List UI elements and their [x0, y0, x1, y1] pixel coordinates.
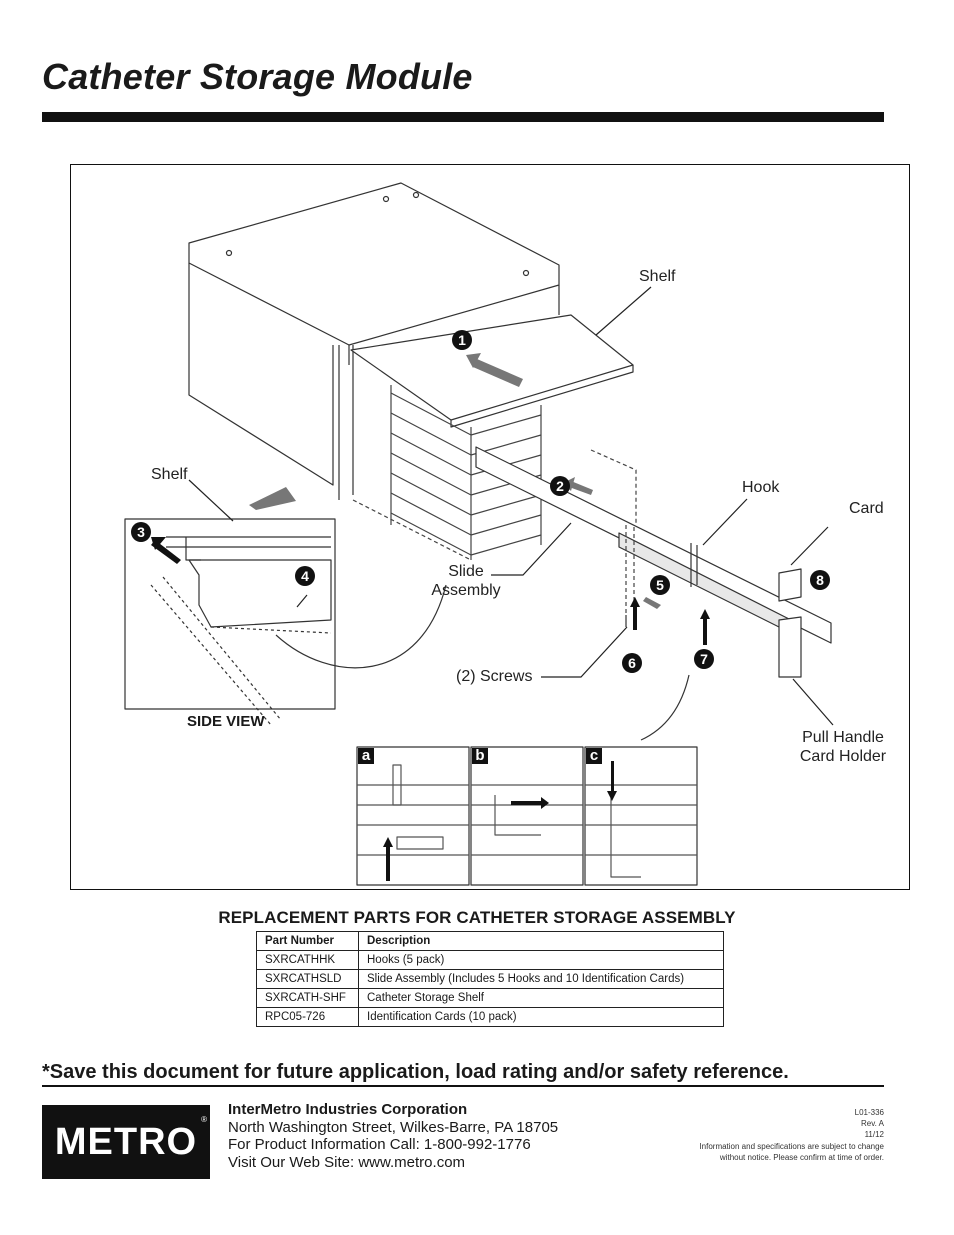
disclaimer-line-2: without notice. Please confirm at time o…	[719, 1153, 884, 1162]
pull-handle-label-line1: Pull Handle	[802, 729, 884, 746]
description-cell: Identification Cards (10 pack)	[358, 1007, 724, 1027]
step-4-badge: 4	[295, 566, 315, 586]
step-6-badge: 6	[622, 653, 642, 673]
slide-assembly-label: Slide Assembly	[427, 562, 505, 600]
metro-logo-text: METRO	[54, 1121, 198, 1163]
metro-logo: METRO ®	[42, 1105, 210, 1179]
save-document-note: *Save this document for future applicati…	[42, 1061, 789, 1083]
step-8-badge: 8	[810, 570, 830, 590]
step-2-badge: 2	[550, 476, 570, 496]
step-3-badge: 3	[131, 522, 151, 542]
title-rule	[42, 112, 884, 122]
phone-number: 1-800-992-1776	[423, 1136, 531, 1153]
document-meta: L01-336 Rev. A 11/12 Information and spe…	[699, 1107, 884, 1163]
slide-assembly-label-line1: Slide	[448, 563, 484, 580]
hook-label: Hook	[742, 479, 780, 496]
step-7-badge: 7	[694, 649, 714, 669]
slide-assembly-label-line2: Assembly	[431, 582, 501, 599]
assembly-diagram	[124, 182, 834, 886]
inset-c-tag: c	[586, 748, 602, 764]
assembly-figure: Shelf Shelf Hook Card Slide Assembly (2)…	[70, 164, 910, 890]
step-5-badge: 5	[650, 575, 670, 595]
parts-heading: REPLACEMENT PARTS FOR CATHETER STORAGE A…	[218, 908, 736, 927]
column-header-part-number: Part Number	[256, 931, 359, 951]
parts-table-header-row: Part Number Description	[256, 931, 724, 951]
disclaimer-line-1: Information and specifications are subje…	[699, 1142, 884, 1151]
pull-handle-label: Pull Handle Card Holder	[791, 728, 895, 766]
registered-mark-icon: ®	[201, 1115, 207, 1124]
doc-number: L01-336	[854, 1108, 884, 1117]
part-number-cell: SXRCATH-SHF	[256, 988, 359, 1008]
table-row: RPC05-726 Identification Cards (10 pack)	[256, 1007, 724, 1027]
part-number-cell: RPC05-726	[256, 1007, 359, 1027]
phone-label: For Product Information Call:	[228, 1136, 420, 1153]
inset-b-tag: b	[472, 748, 488, 764]
description-cell: Catheter Storage Shelf	[358, 988, 724, 1008]
part-number-cell: SXRCATHSLD	[256, 969, 359, 989]
company-name: InterMetro Industries Corporation	[228, 1101, 468, 1118]
shelf-label-side: Shelf	[151, 466, 188, 483]
inset-a-tag: a	[358, 748, 374, 764]
description-cell: Hooks (5 pack)	[358, 950, 724, 970]
table-row: SXRCATH-SHF Catheter Storage Shelf	[256, 988, 724, 1008]
screws-label: (2) Screws	[456, 668, 533, 685]
table-row: SXRCATHHK Hooks (5 pack)	[256, 950, 724, 970]
table-row: SXRCATHSLD Slide Assembly (Includes 5 Ho…	[256, 969, 724, 989]
parts-table: Part Number Description SXRCATHHK Hooks …	[256, 931, 724, 1027]
save-note-rule	[42, 1085, 884, 1087]
company-info: InterMetro Industries Corporation North …	[228, 1101, 558, 1171]
doc-date: 11/12	[864, 1130, 884, 1139]
pull-handle-label-line2: Card Holder	[799, 748, 887, 765]
shelf-label-top: Shelf	[639, 268, 676, 285]
side-view-label: SIDE VIEW	[187, 713, 265, 730]
web-label: Visit Our Web Site:	[228, 1153, 355, 1171]
doc-revision: Rev. A	[861, 1119, 884, 1128]
column-header-description: Description	[358, 931, 724, 951]
part-number-cell: SXRCATHHK	[256, 950, 359, 970]
step-1-badge: 1	[452, 330, 472, 350]
web-line: Visit Our Web Site: www.metro.com	[228, 1154, 558, 1172]
description-cell: Slide Assembly (Includes 5 Hooks and 10 …	[358, 969, 724, 989]
phone-line: For Product Information Call: 1-800-992-…	[228, 1136, 558, 1154]
company-address: North Washington Street, Wilkes-Barre, P…	[228, 1118, 559, 1136]
web-link[interactable]: www.metro.com	[358, 1153, 466, 1171]
document-title: Catheter Storage Module	[42, 56, 473, 97]
card-label: Card	[849, 500, 884, 517]
